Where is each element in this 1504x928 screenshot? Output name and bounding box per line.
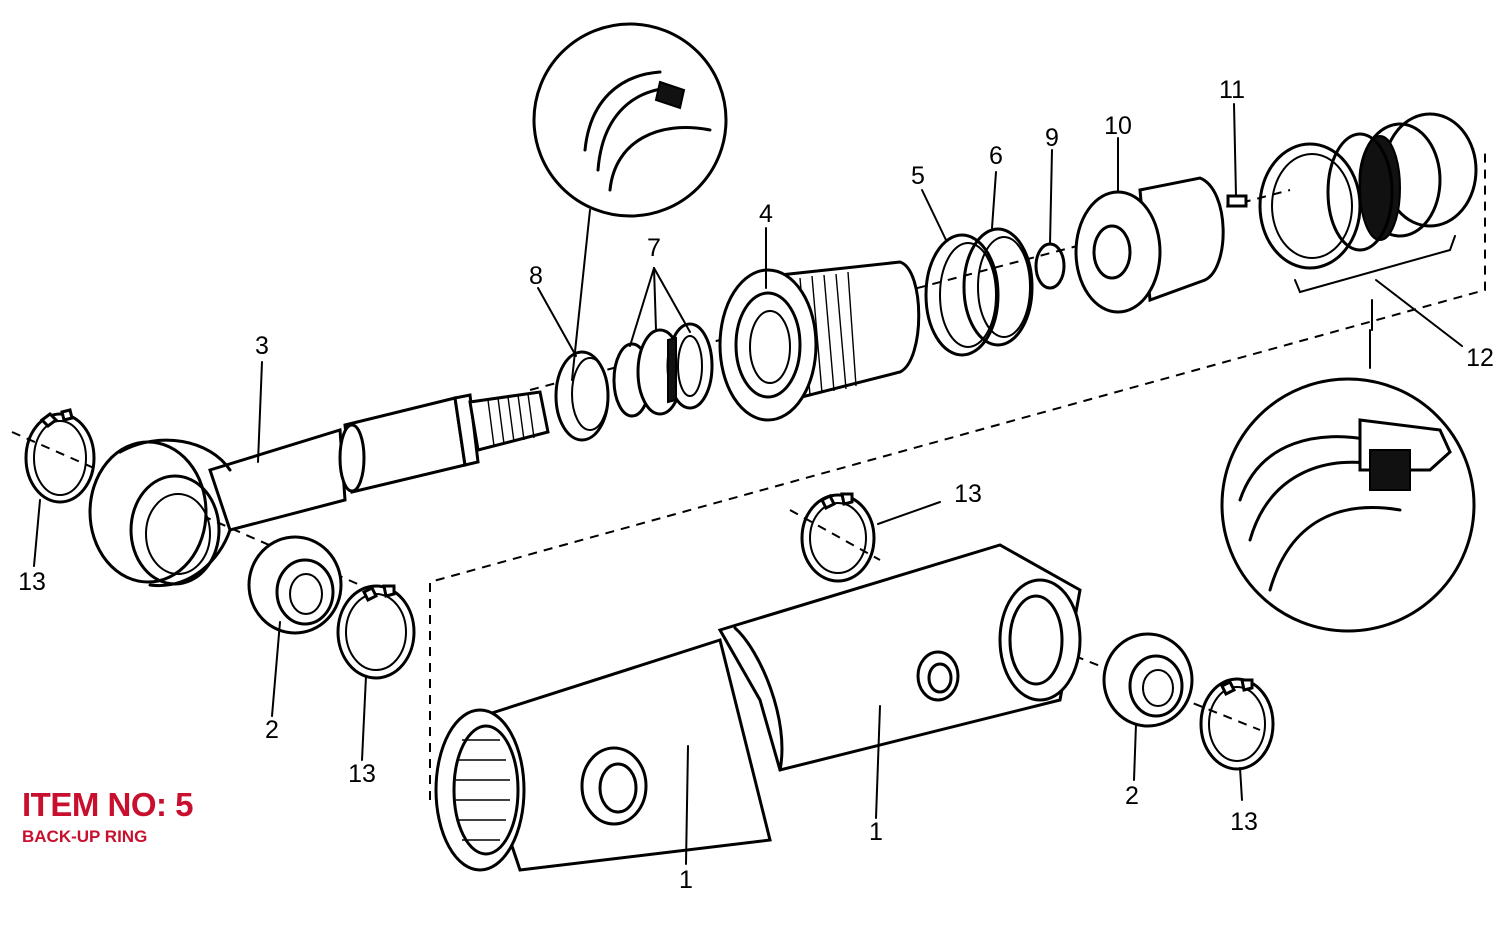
callout-1: 1 bbox=[869, 818, 883, 846]
item-number-title: ITEM NO: 5 bbox=[22, 786, 194, 823]
piston-seal-assembly[interactable] bbox=[1258, 112, 1478, 294]
wiper-ring[interactable] bbox=[554, 350, 610, 442]
detail-view-piston-seal bbox=[1220, 299, 1476, 633]
callout-2: 2 bbox=[1125, 782, 1139, 810]
retaining-ring-mid-left[interactable] bbox=[336, 584, 416, 680]
piston-rod[interactable] bbox=[88, 390, 550, 588]
set-screw[interactable] bbox=[1226, 194, 1248, 208]
callout-10: 10 bbox=[1104, 112, 1132, 140]
callout-11: 11 bbox=[1219, 76, 1245, 104]
callout-5: 5 bbox=[911, 162, 925, 190]
callout-8: 8 bbox=[529, 262, 543, 290]
o-ring-small[interactable] bbox=[1034, 242, 1066, 290]
callout-2: 2 bbox=[265, 716, 279, 744]
spherical-bearing-left[interactable] bbox=[247, 535, 343, 635]
back-up-ring[interactable] bbox=[924, 233, 1000, 357]
o-ring-large[interactable] bbox=[962, 227, 1034, 347]
leader-lines bbox=[33, 103, 1463, 865]
callout-13: 13 bbox=[954, 480, 982, 508]
retaining-ring-center[interactable] bbox=[800, 492, 876, 583]
callout-6: 6 bbox=[989, 142, 1003, 170]
cylinder-gland[interactable] bbox=[718, 260, 921, 422]
item-name-subtitle: BACK-UP RING bbox=[22, 827, 148, 846]
retaining-ring-upper-left[interactable] bbox=[24, 408, 96, 504]
piston[interactable] bbox=[1074, 176, 1225, 314]
cylinder-barrel[interactable] bbox=[434, 543, 1082, 872]
callout-12: 12 bbox=[1466, 344, 1494, 372]
callout-7: 7 bbox=[647, 234, 661, 262]
retaining-ring-lower-right[interactable] bbox=[1199, 677, 1275, 771]
detail-view-rod-seal bbox=[532, 22, 728, 381]
rod-seal-set[interactable] bbox=[612, 322, 714, 418]
callout-9: 9 bbox=[1045, 124, 1059, 152]
callout-13: 13 bbox=[18, 568, 46, 596]
callout-4: 4 bbox=[759, 200, 773, 228]
callout-3: 3 bbox=[255, 332, 269, 360]
callout-13: 13 bbox=[1230, 808, 1258, 836]
spherical-bearing-right[interactable] bbox=[1102, 632, 1194, 728]
callout-1: 1 bbox=[679, 866, 693, 894]
callout-labels: 1 1 2 2 3 4 5 6 7 8 9 10 11 12 13 13 13 … bbox=[18, 76, 1494, 894]
callout-13: 13 bbox=[348, 760, 376, 788]
